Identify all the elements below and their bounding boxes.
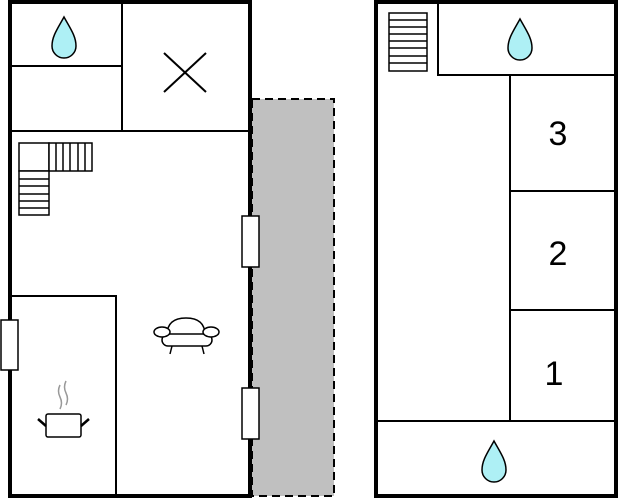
stairs-icon [388,12,428,72]
window [241,215,260,268]
ground-floor [0,0,260,498]
water-drop-icon [51,15,77,59]
water-drop-icon [481,439,507,483]
kitchen-pot-icon [37,380,90,438]
window [241,387,260,440]
water-drop-icon [507,17,533,61]
sofa-icon [153,317,220,355]
window [0,319,19,371]
bedroom-number-2: 2 [549,235,568,273]
stairs-icon [18,142,93,216]
bedroom-number-1: 1 [545,355,564,393]
void-cross-icon [163,52,207,93]
bedroom-number-3: 3 [549,115,568,153]
terrace [251,98,335,497]
upper-floor: 3 2 1 [374,0,618,498]
